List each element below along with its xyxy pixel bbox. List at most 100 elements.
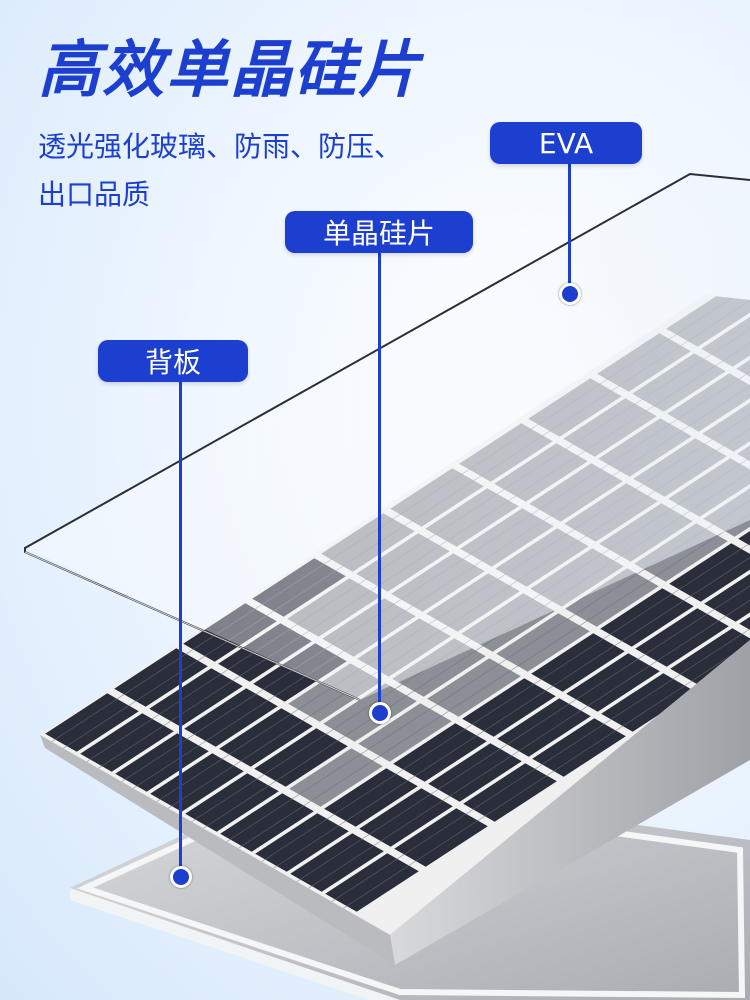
solar-cell	[394, 808, 488, 867]
cell-busbar	[571, 571, 641, 618]
cell-busbar	[480, 687, 550, 734]
cell-busbar	[710, 566, 750, 613]
cell-busbar	[191, 776, 261, 823]
cell-busbar	[260, 731, 330, 778]
cell-busbar	[538, 721, 608, 768]
solar-cell	[325, 853, 419, 912]
cell-busbar	[63, 702, 133, 749]
cell-busbar	[687, 552, 750, 599]
solar-cell	[150, 753, 244, 812]
cell-busbar	[641, 611, 711, 658]
solar-cell	[45, 693, 139, 752]
solar-cell	[324, 768, 418, 827]
cell-busbar	[550, 727, 620, 774]
cell-busbar	[155, 671, 225, 718]
cell-busbar	[133, 742, 203, 789]
solar-cell	[185, 773, 279, 832]
cell-busbar	[468, 681, 538, 728]
solar-cell	[358, 703, 452, 762]
cell-leader-line	[378, 253, 381, 711]
cell-busbar	[722, 572, 750, 619]
solar-cell	[254, 728, 348, 787]
solar-cell	[462, 678, 556, 737]
cell-busbar	[226, 796, 296, 843]
solar-cell	[497, 698, 591, 757]
cell-busbar	[51, 696, 121, 743]
subtitle-line-1: 透光强化玻璃、防雨、防压、	[38, 130, 403, 163]
eva-label: EVA	[490, 122, 642, 164]
cell-pointer-dot	[369, 702, 391, 724]
solar-cell	[184, 688, 278, 747]
cell-busbar	[238, 802, 308, 849]
cell-busbar	[203, 782, 273, 829]
solar-cell	[428, 743, 522, 802]
cell-busbar	[343, 862, 413, 909]
cell-busbar	[653, 617, 723, 664]
cell-busbar	[675, 546, 745, 593]
cell-busbar	[365, 791, 435, 838]
cell-busbar	[376, 712, 446, 759]
cell-busbar	[537, 636, 607, 683]
cell-busbar	[342, 777, 412, 824]
cell-busbar	[572, 656, 642, 703]
solar-cell	[149, 668, 243, 727]
cell-busbar	[412, 817, 482, 864]
cell-busbar	[307, 757, 377, 804]
solar-cell	[393, 723, 487, 782]
cell-busbar	[549, 642, 619, 689]
cell-busbar	[410, 647, 480, 694]
cell-busbar	[652, 532, 722, 579]
cell-busbar	[329, 686, 399, 733]
solar-cell	[392, 638, 486, 697]
solar-cell	[704, 563, 750, 622]
backsheet-leader-line	[179, 382, 182, 876]
cell-busbar	[330, 771, 400, 818]
cell-busbar	[514, 622, 584, 669]
cell-busbar	[445, 667, 515, 714]
cell-busbar	[434, 746, 504, 793]
solar-cell-label: 单晶硅片	[285, 211, 473, 253]
solar-cell	[115, 733, 209, 792]
cell-busbar	[202, 697, 272, 744]
solar-cell	[463, 763, 557, 822]
cell-busbar	[272, 737, 342, 784]
solar-cell	[669, 543, 750, 602]
solar-cell	[427, 658, 521, 717]
solar-cell	[532, 718, 626, 777]
subtitle-line-2: 出口品质	[38, 178, 151, 211]
cell-busbar	[237, 717, 307, 764]
cell-busbar	[273, 822, 343, 869]
cell-busbar	[295, 751, 365, 798]
cell-busbar	[469, 766, 539, 813]
solar-cell	[565, 568, 659, 627]
cell-busbar	[584, 662, 654, 709]
solar-cell	[496, 613, 590, 672]
eva-leader-line	[568, 164, 571, 292]
cell-busbar	[502, 616, 572, 663]
cell-busbar	[400, 811, 470, 858]
cell-busbar	[481, 772, 551, 819]
cell-busbar	[296, 836, 366, 883]
cell-busbar	[156, 756, 226, 803]
solar-cell	[531, 633, 625, 692]
solar-cell	[220, 793, 314, 852]
backsheet-pointer-dot	[170, 866, 192, 888]
cell-busbar	[364, 706, 434, 753]
cell-busbar	[618, 597, 688, 644]
solar-cell	[290, 833, 384, 892]
solar-cell	[80, 713, 174, 772]
eva-pointer-dot	[559, 283, 581, 305]
cell-busbar	[98, 722, 168, 769]
solar-cell	[219, 708, 313, 767]
cell-busbar	[515, 707, 585, 754]
cell-busbar	[120, 651, 190, 698]
cell-busbar	[331, 856, 401, 903]
cell-busbar	[132, 657, 202, 704]
cell-busbar	[676, 631, 746, 678]
solar-cell	[114, 648, 208, 707]
cell-busbar	[86, 716, 156, 763]
cell-busbar	[606, 591, 676, 638]
solar-cell	[359, 788, 453, 847]
cell-busbar	[411, 732, 481, 779]
